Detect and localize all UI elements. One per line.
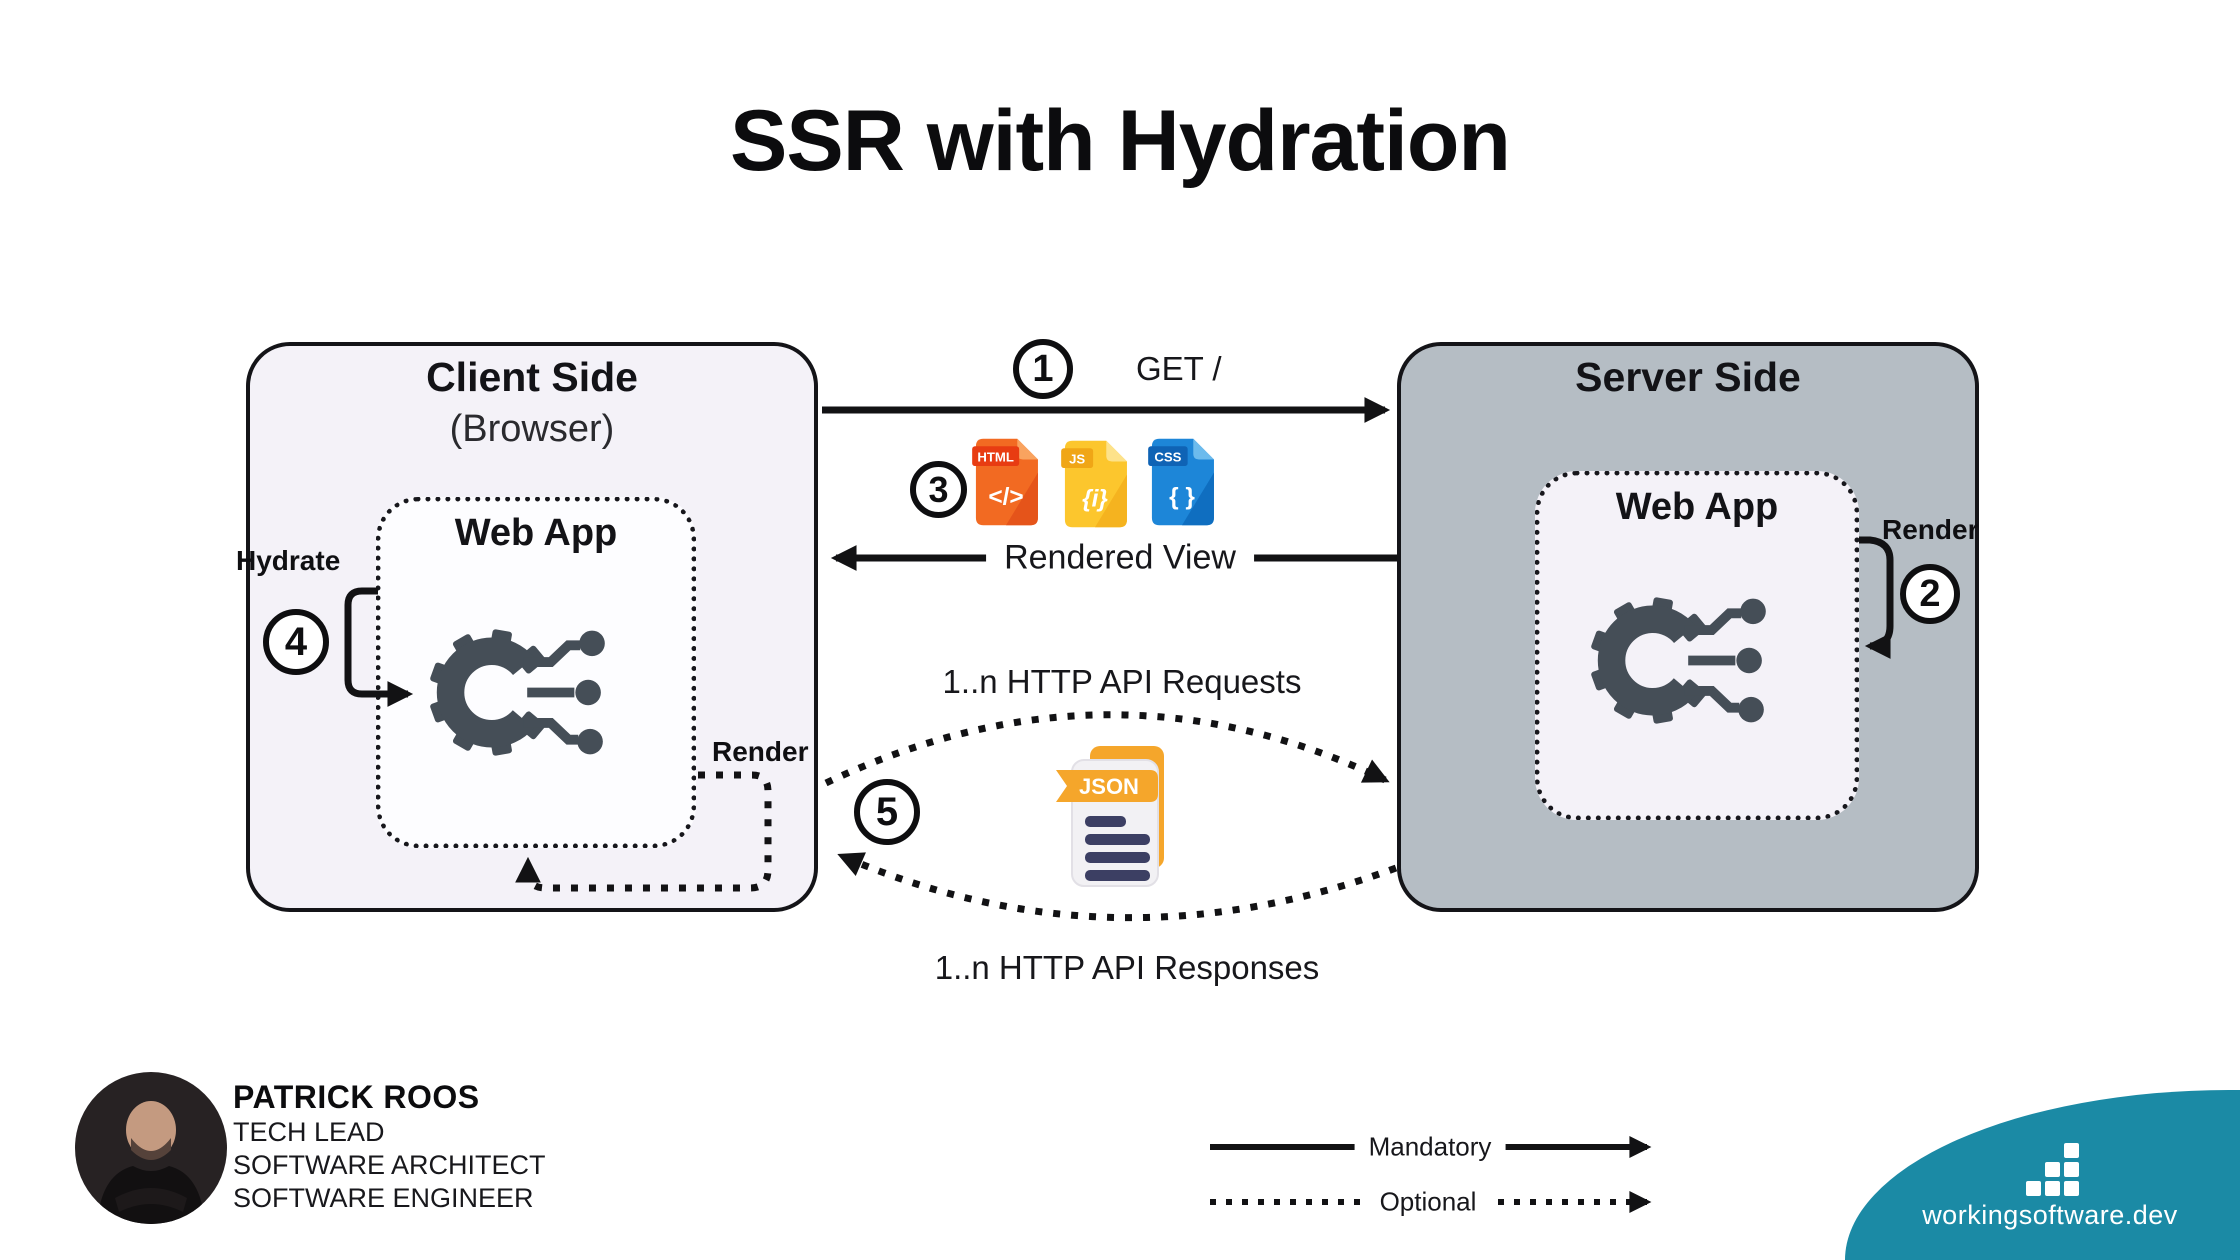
step-2-badge: 2	[1900, 564, 1960, 624]
page-title: SSR with Hydration	[730, 93, 1511, 189]
api-responses-label: 1..n HTTP API Responses	[934, 949, 1320, 986]
brand-domain: workingsoftware.dev	[1922, 1200, 2178, 1230]
brand-corner	[1845, 1090, 2240, 1260]
client-side-title: Client Side	[426, 354, 638, 400]
client-web-app-title: Web App	[454, 512, 618, 554]
svg-text:</>: </>	[988, 484, 1023, 511]
legend-optional-label: Optional	[1365, 1184, 1491, 1220]
step-3-badge: 3	[910, 461, 967, 518]
brand-logo-icon	[2045, 1181, 2060, 1196]
js-file-icon: JS {i}	[1061, 440, 1127, 528]
step-1-badge: 1	[1013, 339, 1073, 399]
client-app-gear-icon	[430, 629, 605, 756]
brand-logo-icon	[2064, 1162, 2079, 1177]
step-5-badge: 5	[854, 779, 920, 845]
rendered-view-label: Rendered View	[986, 536, 1254, 580]
client-render-label: Render	[712, 736, 809, 767]
brand-logo-icon	[2026, 1181, 2041, 1196]
author-avatar	[75, 1072, 227, 1224]
client-web-app-box: Web App	[376, 497, 696, 848]
author-role: SOFTWARE ENGINEER	[233, 1183, 534, 1213]
step-4-badge: 4	[263, 609, 329, 675]
api-requests-label: 1..n HTTP API Requests	[942, 663, 1302, 700]
svg-text:CSS: CSS	[1154, 449, 1181, 464]
server-web-app-box: Web App	[1535, 471, 1859, 820]
svg-text:JS: JS	[1069, 451, 1085, 466]
hydrate-label: Hydrate	[236, 545, 341, 576]
brand-logo-icon	[2064, 1181, 2079, 1196]
client-side-subtitle: (Browser)	[449, 408, 615, 450]
svg-text:{ }: { }	[1169, 484, 1195, 511]
brand-logo-icon	[2045, 1162, 2060, 1177]
html-file-icon: HTML </>	[972, 438, 1038, 526]
svg-text:HTML: HTML	[977, 449, 1014, 464]
css-file-icon: CSS { }	[1148, 438, 1214, 526]
author-role: SOFTWARE ARCHITECT	[233, 1150, 546, 1180]
server-app-gear-icon	[1591, 597, 1766, 724]
svg-text:{i}: {i}	[1082, 486, 1108, 513]
legend-mandatory-label: Mandatory	[1354, 1129, 1506, 1165]
server-web-app-title: Web App	[1615, 486, 1779, 528]
json-file-icon: JSON	[1056, 746, 1164, 887]
get-request-label: GET /	[1136, 350, 1222, 387]
author-name: PATRICK ROOS	[233, 1079, 480, 1115]
svg-text:JSON: JSON	[1079, 774, 1139, 799]
author-role: TECH LEAD	[233, 1117, 385, 1147]
server-render-label: Render	[1882, 514, 1979, 545]
brand-logo-icon	[2064, 1143, 2079, 1158]
server-side-title: Server Side	[1575, 354, 1801, 400]
